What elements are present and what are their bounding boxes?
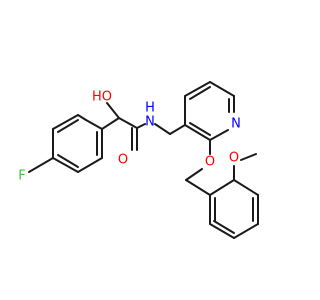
methoxy-oxygen-label: O [229,151,239,166]
bond [77,157,103,173]
fluorine-label: F [18,169,25,184]
bond [85,119,103,130]
bond [189,122,211,136]
bond [185,179,211,196]
bond-layer [28,81,259,239]
bond [136,123,146,129]
amide-nitrogen-label: N [145,115,155,130]
bond [101,117,120,130]
bond [209,179,235,196]
bond [185,168,203,181]
ether-oxygen-label: O [205,155,215,170]
bond [57,119,79,133]
pyridine-nitrogen-label: N [231,117,241,132]
bond [209,81,235,97]
bond [52,157,79,173]
bond [106,102,120,119]
bond [209,129,229,141]
atom-label-layer: F HO O N H N O O [18,90,241,184]
bond [118,117,138,129]
bond [57,154,79,168]
bond [209,223,235,239]
hydroxyl-label: HO [92,90,112,105]
bond [52,114,79,130]
bond [77,114,87,121]
bond [184,81,211,97]
bond [213,220,235,234]
molecular-structure-diagram: F HO O N H N O O [18,81,259,239]
bond [233,223,259,239]
bond [240,153,257,161]
bond [189,86,211,100]
bond [28,157,54,173]
bond [184,124,211,141]
bond [169,124,186,135]
amide-hydrogen-label: H [145,101,155,116]
bond [154,123,171,135]
bond [233,179,259,196]
carbonyl-oxygen-label: O [118,153,128,168]
